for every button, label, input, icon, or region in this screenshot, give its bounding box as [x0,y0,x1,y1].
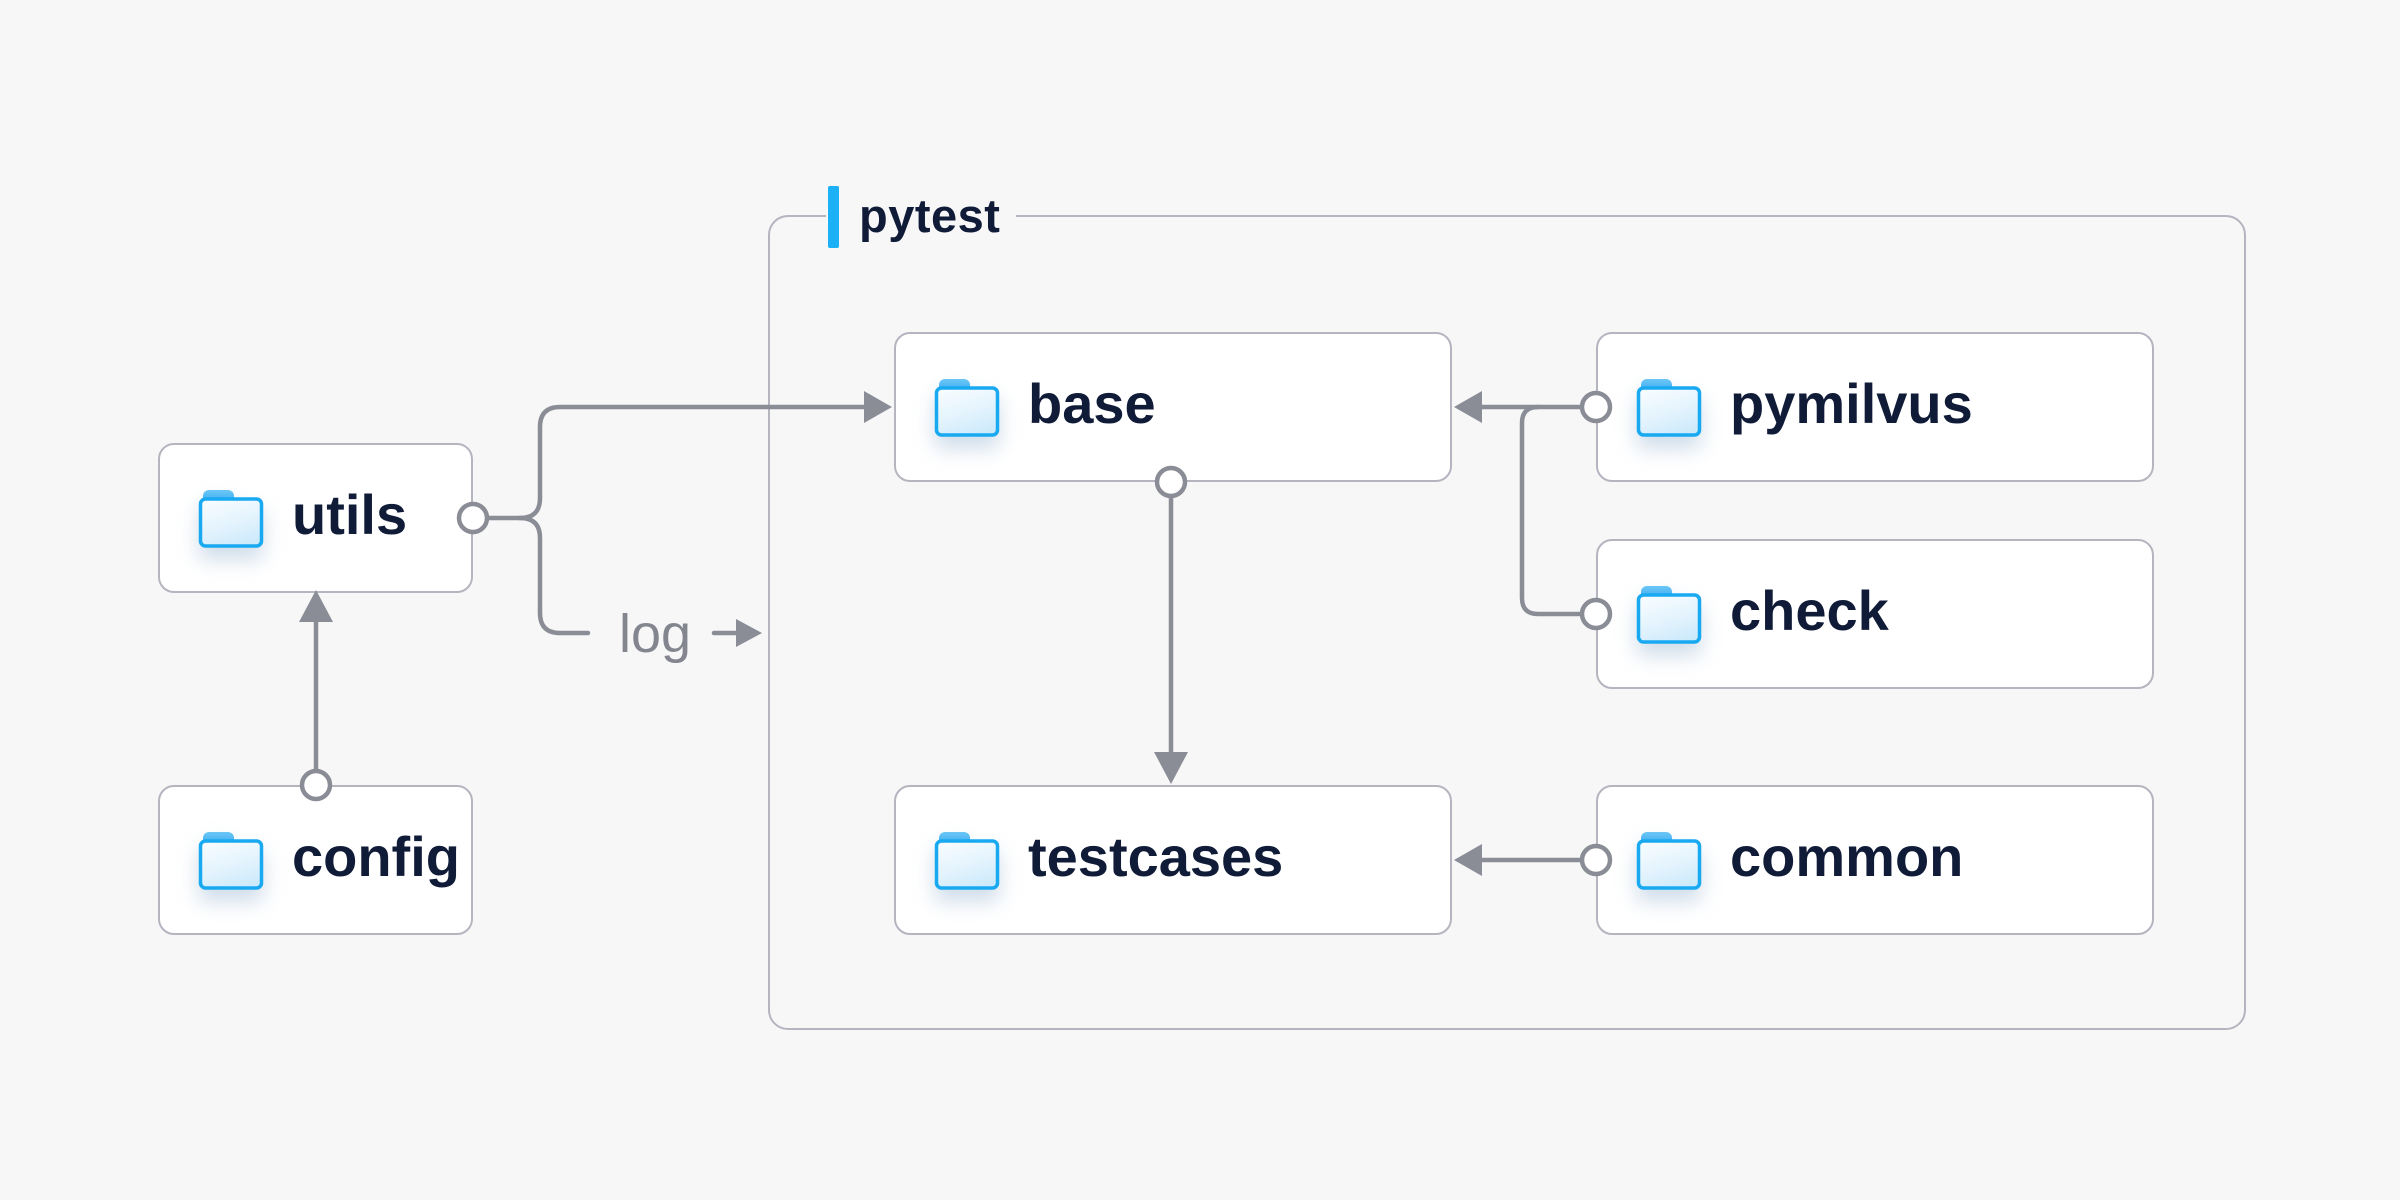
folder-icon [1636,829,1702,891]
node-label-utils: utils [292,483,408,546]
node-base: base [894,332,1452,482]
folder-icon [934,829,1000,891]
node-testcases: testcases [894,785,1452,935]
pytest-group-container [768,215,2246,1030]
folder-icon [198,487,264,549]
pytest-group-label: pytest [826,185,1017,249]
folder-icon [198,829,264,891]
node-check: check [1596,539,2154,689]
folder-icon [1636,376,1702,438]
node-label-config: config [292,825,460,888]
node-label-testcases: testcases [1028,825,1284,888]
node-label-check: check [1730,579,1889,642]
arrowhead-into-utils [299,590,333,622]
node-common: common [1596,785,2154,935]
node-utils: utils [158,443,473,593]
node-pymilvus: pymilvus [1596,332,2154,482]
edge-utils-to-log [517,515,591,636]
node-label-base: base [1028,372,1156,435]
arrowhead-log [736,619,762,647]
edge-label-log: log [618,604,692,664]
folder-icon [934,376,1000,438]
node-label-common: common [1730,825,1964,888]
folder-icon [1636,583,1702,645]
pytest-group-label-text: pytest [859,188,1001,242]
node-config: config [158,785,473,935]
node-label-pymilvus: pymilvus [1730,372,1973,435]
blue-accent-bar-icon [828,186,839,248]
